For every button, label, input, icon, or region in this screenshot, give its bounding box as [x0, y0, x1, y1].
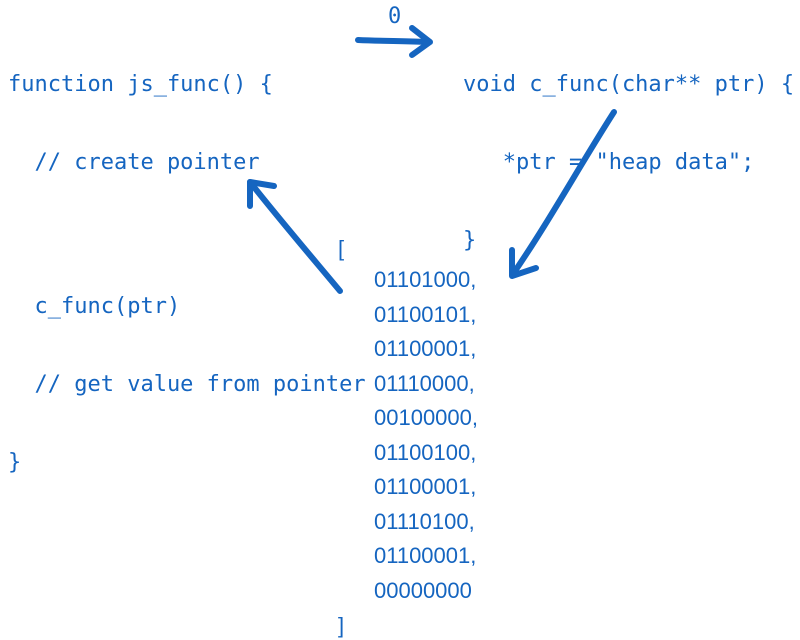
byte-1: 01100101,	[374, 301, 477, 327]
js-line-5: // get value from pointer	[8, 372, 366, 397]
byte-6: 01100001,	[374, 474, 477, 499]
js-function-code: function js_func() { // create pointer c…	[8, 20, 366, 502]
byte-4: 00100000,	[374, 405, 478, 430]
js-line-1: function js_func() {	[8, 72, 273, 97]
byte-2: 01100001,	[374, 336, 477, 361]
c-line-3: }	[463, 228, 477, 253]
byte-3: 01110000,	[374, 370, 475, 396]
byte-8: 01100001,	[374, 543, 477, 568]
memory-bytes: [ 01101000, 01100101, 01100001, 01110000…	[338, 235, 478, 640]
byte-0: 01101000,	[374, 267, 477, 292]
c-line-2: *ptr = "heap data";	[463, 150, 755, 175]
call-arrow	[355, 25, 433, 58]
byte-9: 00000000	[374, 577, 472, 603]
close-bracket: ]	[338, 613, 345, 638]
byte-5: 01100100,	[374, 439, 477, 465]
byte-7: 01110100,	[374, 508, 475, 534]
open-bracket: [	[338, 236, 345, 261]
js-line-4: c_func(ptr)	[8, 294, 181, 319]
js-line-6: }	[8, 450, 22, 475]
js-line-3	[8, 228, 366, 242]
byte-list: 01101000, 01100101, 01100001, 01110000, …	[338, 263, 478, 608]
js-line-2: // create pointer	[8, 150, 260, 175]
c-function-code: void c_func(char** ptr) { *ptr = "heap d…	[463, 20, 794, 280]
c-line-1: void c_func(char** ptr) {	[463, 72, 795, 97]
call-arrow-label: 0	[388, 4, 402, 29]
